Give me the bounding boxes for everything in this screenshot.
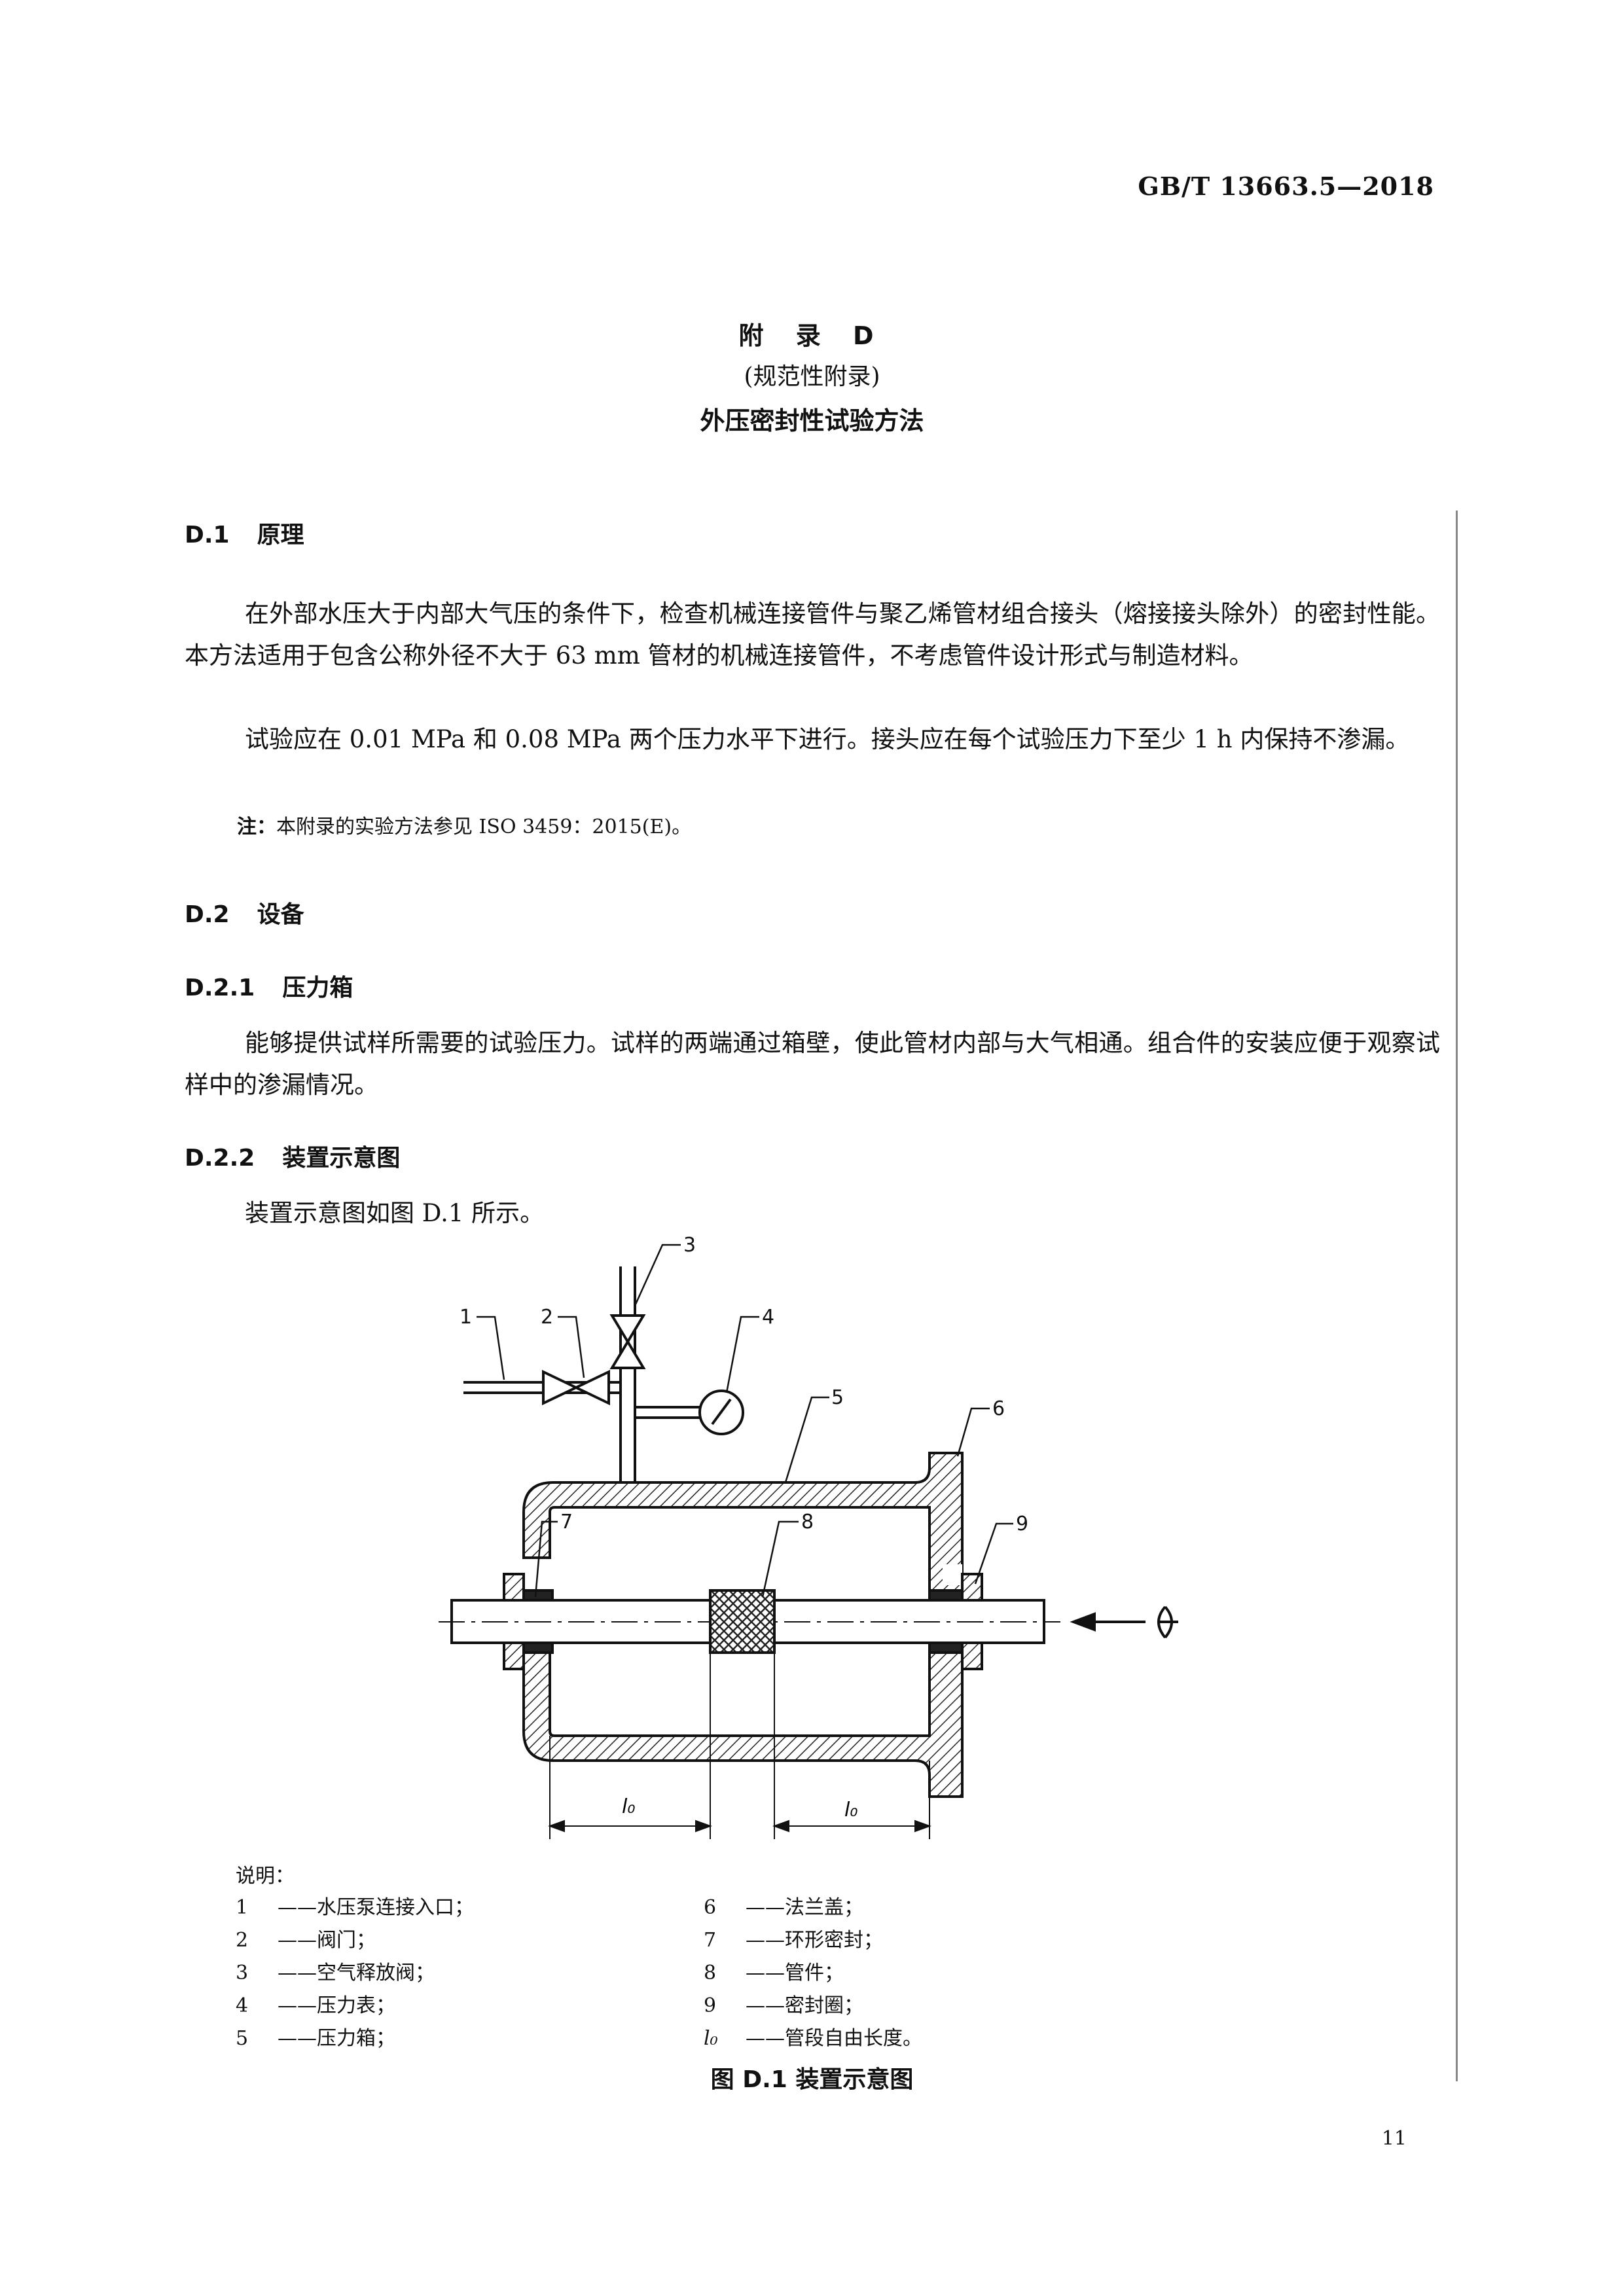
paragraph-diagram-ref: 装置示意图如图 D.1 所示。 <box>245 1199 545 1227</box>
paragraph-test-pressure: 试验应在 0.01 MPa 和 0.08 MPa 两个压力水平下进行。接头应在每… <box>245 725 1410 753</box>
dimension-label: l₀ <box>844 1799 857 1821</box>
legend-left: 1 ——水压泵连接入口； 2 ——阀门； 3 ——空气释放阀； 4 ——压力表； 5 ——… <box>236 1892 474 2055</box>
section-heading-d21: D.2.1 压力箱 <box>185 969 353 1003</box>
legend-number: 5 <box>236 2027 249 2050</box>
legend-title: 说明： <box>236 1865 295 1888</box>
legend-text: ——法兰盖； <box>746 1896 863 1919</box>
paragraph-principle: 在外部水压大于内部大气压的条件下，检查机械连接管件与聚乙烯管材组合接头（熔接接头… <box>185 600 1440 670</box>
section-title: 装置示意图 <box>282 1145 401 1172</box>
paragraph-pressure-box: 能够提供试样所需要的试验压力。试样的两端通过箱壁，使此管材内部与大气相通。组合件… <box>185 1029 1440 1099</box>
sealing-ring <box>928 1573 983 1670</box>
dimension-label: l₀ <box>622 1795 635 1818</box>
legend-text: ——水压泵连接入口； <box>278 1896 474 1919</box>
note: 注：本附录的实验方法参见 ISO 3459：2015(E)。 <box>237 810 691 839</box>
legend-number: 8 <box>704 1962 717 1984</box>
section-number: D.1 <box>185 522 230 548</box>
legend-text: ——压力表； <box>278 1994 395 2017</box>
margin-rule <box>1456 511 1458 2081</box>
legend-number: 4 <box>236 1994 249 2017</box>
legend-text: ——压力箱； <box>278 2027 395 2050</box>
legend-number: 1 <box>236 1896 249 1919</box>
eye-icon <box>1157 1605 1178 1639</box>
note-text: 本附录的实验方法参见 ISO 3459：2015(E)。 <box>276 816 692 838</box>
legend-text: ——密封圈； <box>746 1994 863 2017</box>
fitting <box>709 1589 776 1654</box>
leader-lines <box>477 1244 1013 1598</box>
legend-item: l₀ ——管段自由长度。 <box>704 2022 922 2055</box>
ring-seal <box>503 1573 554 1670</box>
callout-8: 8 <box>801 1511 814 1534</box>
legend-item: 8 ——管件； <box>704 1957 922 1990</box>
legend-number: 9 <box>704 1994 717 2017</box>
piping <box>463 1266 707 1482</box>
callout-9: 9 <box>1016 1513 1028 1535</box>
legend-item: 2 ——阀门； <box>236 1924 474 1957</box>
callout-3: 3 <box>683 1234 696 1257</box>
callout-7: 7 <box>560 1511 573 1534</box>
legend-item: 4 ——压力表； <box>236 1990 474 2022</box>
legend-item: 6 ——法兰盖； <box>704 1892 922 1924</box>
section-number: D.2.2 <box>185 1145 255 1172</box>
standard-number: GB/T 13663.5—2018 <box>1138 171 1434 201</box>
section-heading-d1: D.1 原理 <box>185 516 304 550</box>
section-title: 压力箱 <box>282 975 353 1001</box>
callout-6: 6 <box>992 1397 1005 1420</box>
callout-numbers: 1 2 3 4 5 6 7 8 9 <box>460 1234 1028 1535</box>
legend-item: 9 ——密封圈； <box>704 1990 922 2022</box>
section-title: 原理 <box>257 522 304 548</box>
legend-item: 1 ——水压泵连接入口； <box>236 1892 474 1924</box>
callout-2: 2 <box>541 1306 553 1329</box>
dimension-lines <box>548 1653 931 1839</box>
legend-item: 3 ——空气释放阀； <box>236 1957 474 1990</box>
callout-5: 5 <box>831 1386 844 1409</box>
section-title: 设备 <box>257 901 304 928</box>
figure-caption: 图 D.1 装置示意图 <box>710 2066 914 2093</box>
legend-text: ——环形密封； <box>746 1929 883 1952</box>
pressure-box <box>522 1452 964 1798</box>
legend-item: 5 ——压力箱； <box>236 2022 474 2055</box>
legend-number: 7 <box>704 1929 717 1952</box>
legend-text: ——管段自由长度。 <box>746 2027 922 2050</box>
callout-4: 4 <box>762 1306 774 1329</box>
legend-item: 7 ——环形密封； <box>704 1924 922 1957</box>
legend-number: 6 <box>704 1896 717 1919</box>
page-number: 11 <box>1381 2127 1407 2150</box>
viewing-arrow <box>1070 1612 1146 1632</box>
legend-number: 2 <box>236 1929 249 1952</box>
section-heading-d2: D.2 设备 <box>185 895 304 929</box>
inlet-valve <box>542 1369 610 1406</box>
legend-number: l₀ <box>704 2027 718 2050</box>
legend-text: ——管件； <box>746 1962 844 1984</box>
legend-number: 3 <box>236 1962 249 1984</box>
legend-right: 6 ——法兰盖； 7 ——环形密封； 8 ——管件； 9 ——密封圈； l₀ ——管段自由… <box>704 1892 922 2055</box>
section-heading-d22: D.2.2 装置示意图 <box>185 1139 400 1173</box>
air-release-valve <box>609 1314 646 1369</box>
legend-text: ——阀门； <box>278 1929 376 1952</box>
appendix-title: 外压密封性试验方法 <box>700 406 924 435</box>
legend-text: ——空气释放阀； <box>278 1962 435 1984</box>
section-number: D.2.1 <box>185 975 255 1001</box>
appendix-type: (规范性附录) <box>744 363 880 390</box>
appendix-label: 附 录 D <box>738 321 886 350</box>
section-number: D.2 <box>185 901 230 928</box>
pressure-gauge <box>698 1390 744 1435</box>
note-label: 注： <box>237 816 276 838</box>
callout-1: 1 <box>460 1306 472 1329</box>
